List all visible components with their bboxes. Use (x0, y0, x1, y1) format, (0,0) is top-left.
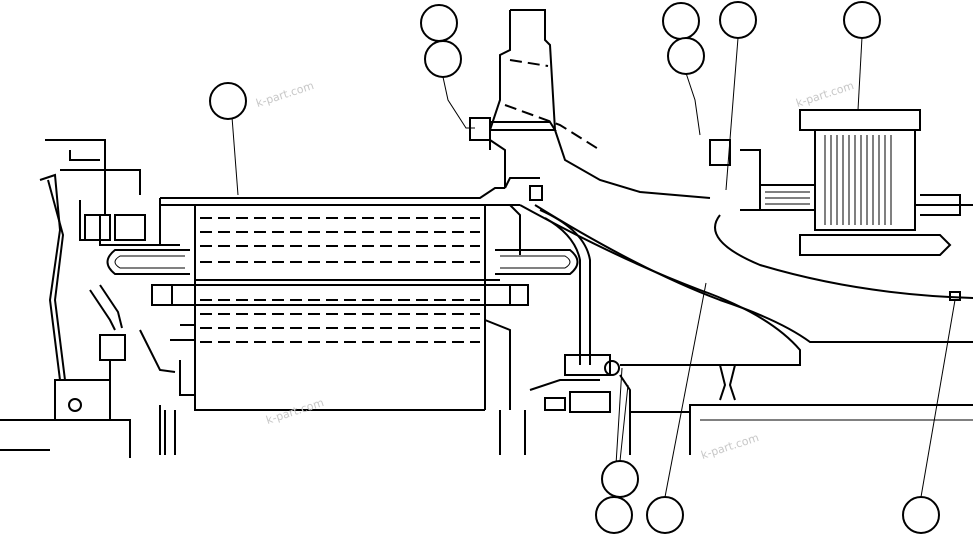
callout-3 (424, 40, 462, 78)
output-shaft (630, 404, 973, 455)
clutch-plates (824, 135, 892, 225)
callout-1 (209, 82, 247, 120)
clutch-pack (709, 109, 973, 256)
callout-9 (595, 496, 633, 534)
stator-laminations (151, 217, 529, 343)
callout-2 (420, 4, 458, 42)
callout-5 (667, 37, 705, 75)
end-windings (106, 249, 579, 275)
left-bracket (0, 139, 176, 458)
bearing-assembly (524, 354, 736, 455)
callout-8 (601, 460, 639, 498)
callout-4 (662, 2, 700, 40)
leader-lines (231, 36, 956, 498)
callout-7 (843, 1, 881, 39)
callout-11 (902, 496, 940, 534)
callout-6 (719, 1, 757, 39)
rotor (159, 319, 511, 455)
outer-casing (519, 204, 973, 366)
reference-tab (949, 291, 961, 301)
stator-housing (159, 139, 521, 410)
callouts (209, 1, 940, 534)
callout-10 (646, 496, 684, 534)
top-flange (469, 9, 711, 201)
